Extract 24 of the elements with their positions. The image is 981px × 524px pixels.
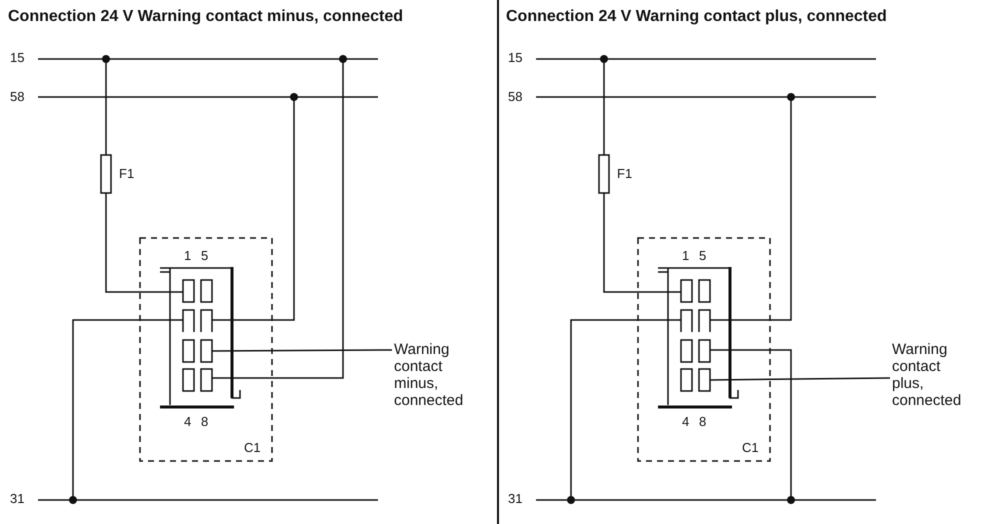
- terminal-label: 31: [10, 491, 24, 506]
- pin-number: 1: [682, 248, 690, 263]
- panel-heading: Connection 24 V Warning contact plus, connected: [506, 8, 887, 26]
- fuse-label: F1: [119, 166, 134, 181]
- pin-number: 4: [682, 414, 690, 429]
- wire-label: Warning contact minus, connected: [394, 341, 476, 409]
- connector-label: C1: [244, 440, 261, 455]
- pin-number: 8: [201, 414, 208, 429]
- fuse-label: F1: [617, 166, 632, 181]
- wire: [212, 349, 392, 352]
- pin-number: 8: [699, 414, 706, 429]
- panel-heading: Connection 24 V Warning contact minus, connected: [8, 8, 404, 26]
- terminal-label: 31: [508, 491, 522, 506]
- wire-label: Warning contact plus, connected: [892, 341, 974, 409]
- wire: [710, 377, 890, 381]
- terminal-label: 58: [508, 89, 522, 104]
- pin-number: 5: [699, 248, 706, 263]
- terminal-label: 15: [508, 50, 522, 65]
- pin-number: 1: [184, 248, 192, 263]
- pin-number: 4: [184, 414, 192, 429]
- pin-number: 5: [201, 248, 208, 263]
- connector-label: C1: [742, 440, 759, 455]
- terminal-label: 58: [10, 89, 24, 104]
- terminal-label: 15: [10, 50, 24, 65]
